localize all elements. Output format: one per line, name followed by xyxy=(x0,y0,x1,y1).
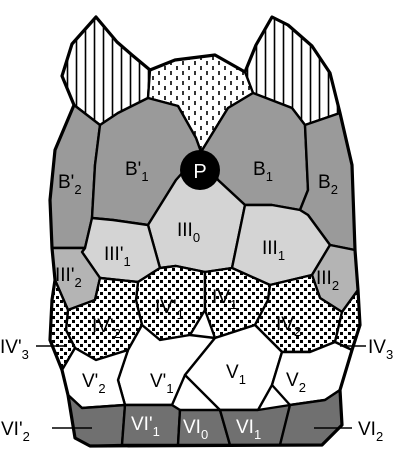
label-VI2-prime: VI'2 xyxy=(1,419,30,444)
label-IV3: IV3 xyxy=(368,337,393,362)
label-VI2: VI2 xyxy=(358,419,383,444)
pole-label: P xyxy=(193,161,206,183)
label-IV3-prime: IV'3 xyxy=(0,337,29,362)
